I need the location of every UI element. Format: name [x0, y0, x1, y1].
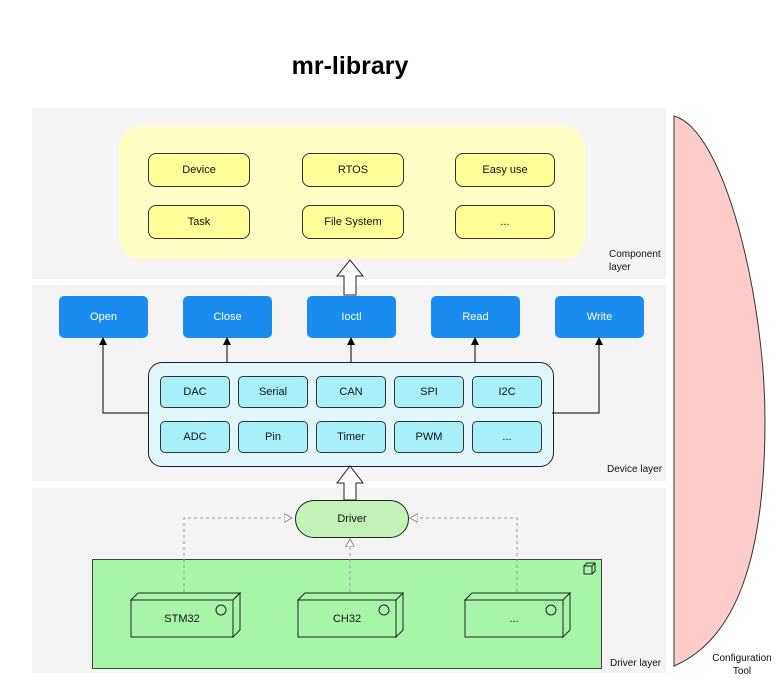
component-file-system: File System — [302, 205, 404, 239]
device-adc: ADC — [160, 421, 230, 453]
component-device: Device — [148, 153, 250, 187]
driver-box: Driver — [295, 500, 409, 538]
component-task: Task — [148, 205, 250, 239]
device-pwm: PWM — [394, 421, 464, 453]
configuration-tool-label: Configuration Tool — [712, 653, 772, 677]
device-can: CAN — [316, 376, 386, 408]
operation-close: Close — [183, 296, 272, 338]
operation-open: Open — [59, 296, 148, 338]
component-easy-use: Easy use — [455, 153, 555, 187]
device-dac: DAC — [160, 376, 230, 408]
device-spi: SPI — [394, 376, 464, 408]
operation-write: Write — [555, 296, 644, 338]
kconfig-label: Kconfig — [684, 383, 731, 399]
operation-ioctl: Ioctl — [307, 296, 396, 338]
component-layer-label: Component layer — [609, 249, 661, 273]
component-rtos: RTOS — [302, 153, 404, 187]
diagram-title: mr-library — [291, 52, 409, 80]
driver-layer-label: Driver layer — [610, 658, 662, 669]
device-timer: Timer — [316, 421, 386, 453]
device-serial: Serial — [238, 376, 308, 408]
component-more: ... — [455, 205, 555, 239]
device-layer-label: Device layer — [607, 464, 663, 475]
device-more: ... — [472, 421, 542, 453]
device-i2c: I2C — [472, 376, 542, 408]
device-pin: Pin — [238, 421, 308, 453]
driver-panel — [92, 559, 602, 669]
component-panel — [119, 126, 585, 259]
operation-read: Read — [431, 296, 520, 338]
